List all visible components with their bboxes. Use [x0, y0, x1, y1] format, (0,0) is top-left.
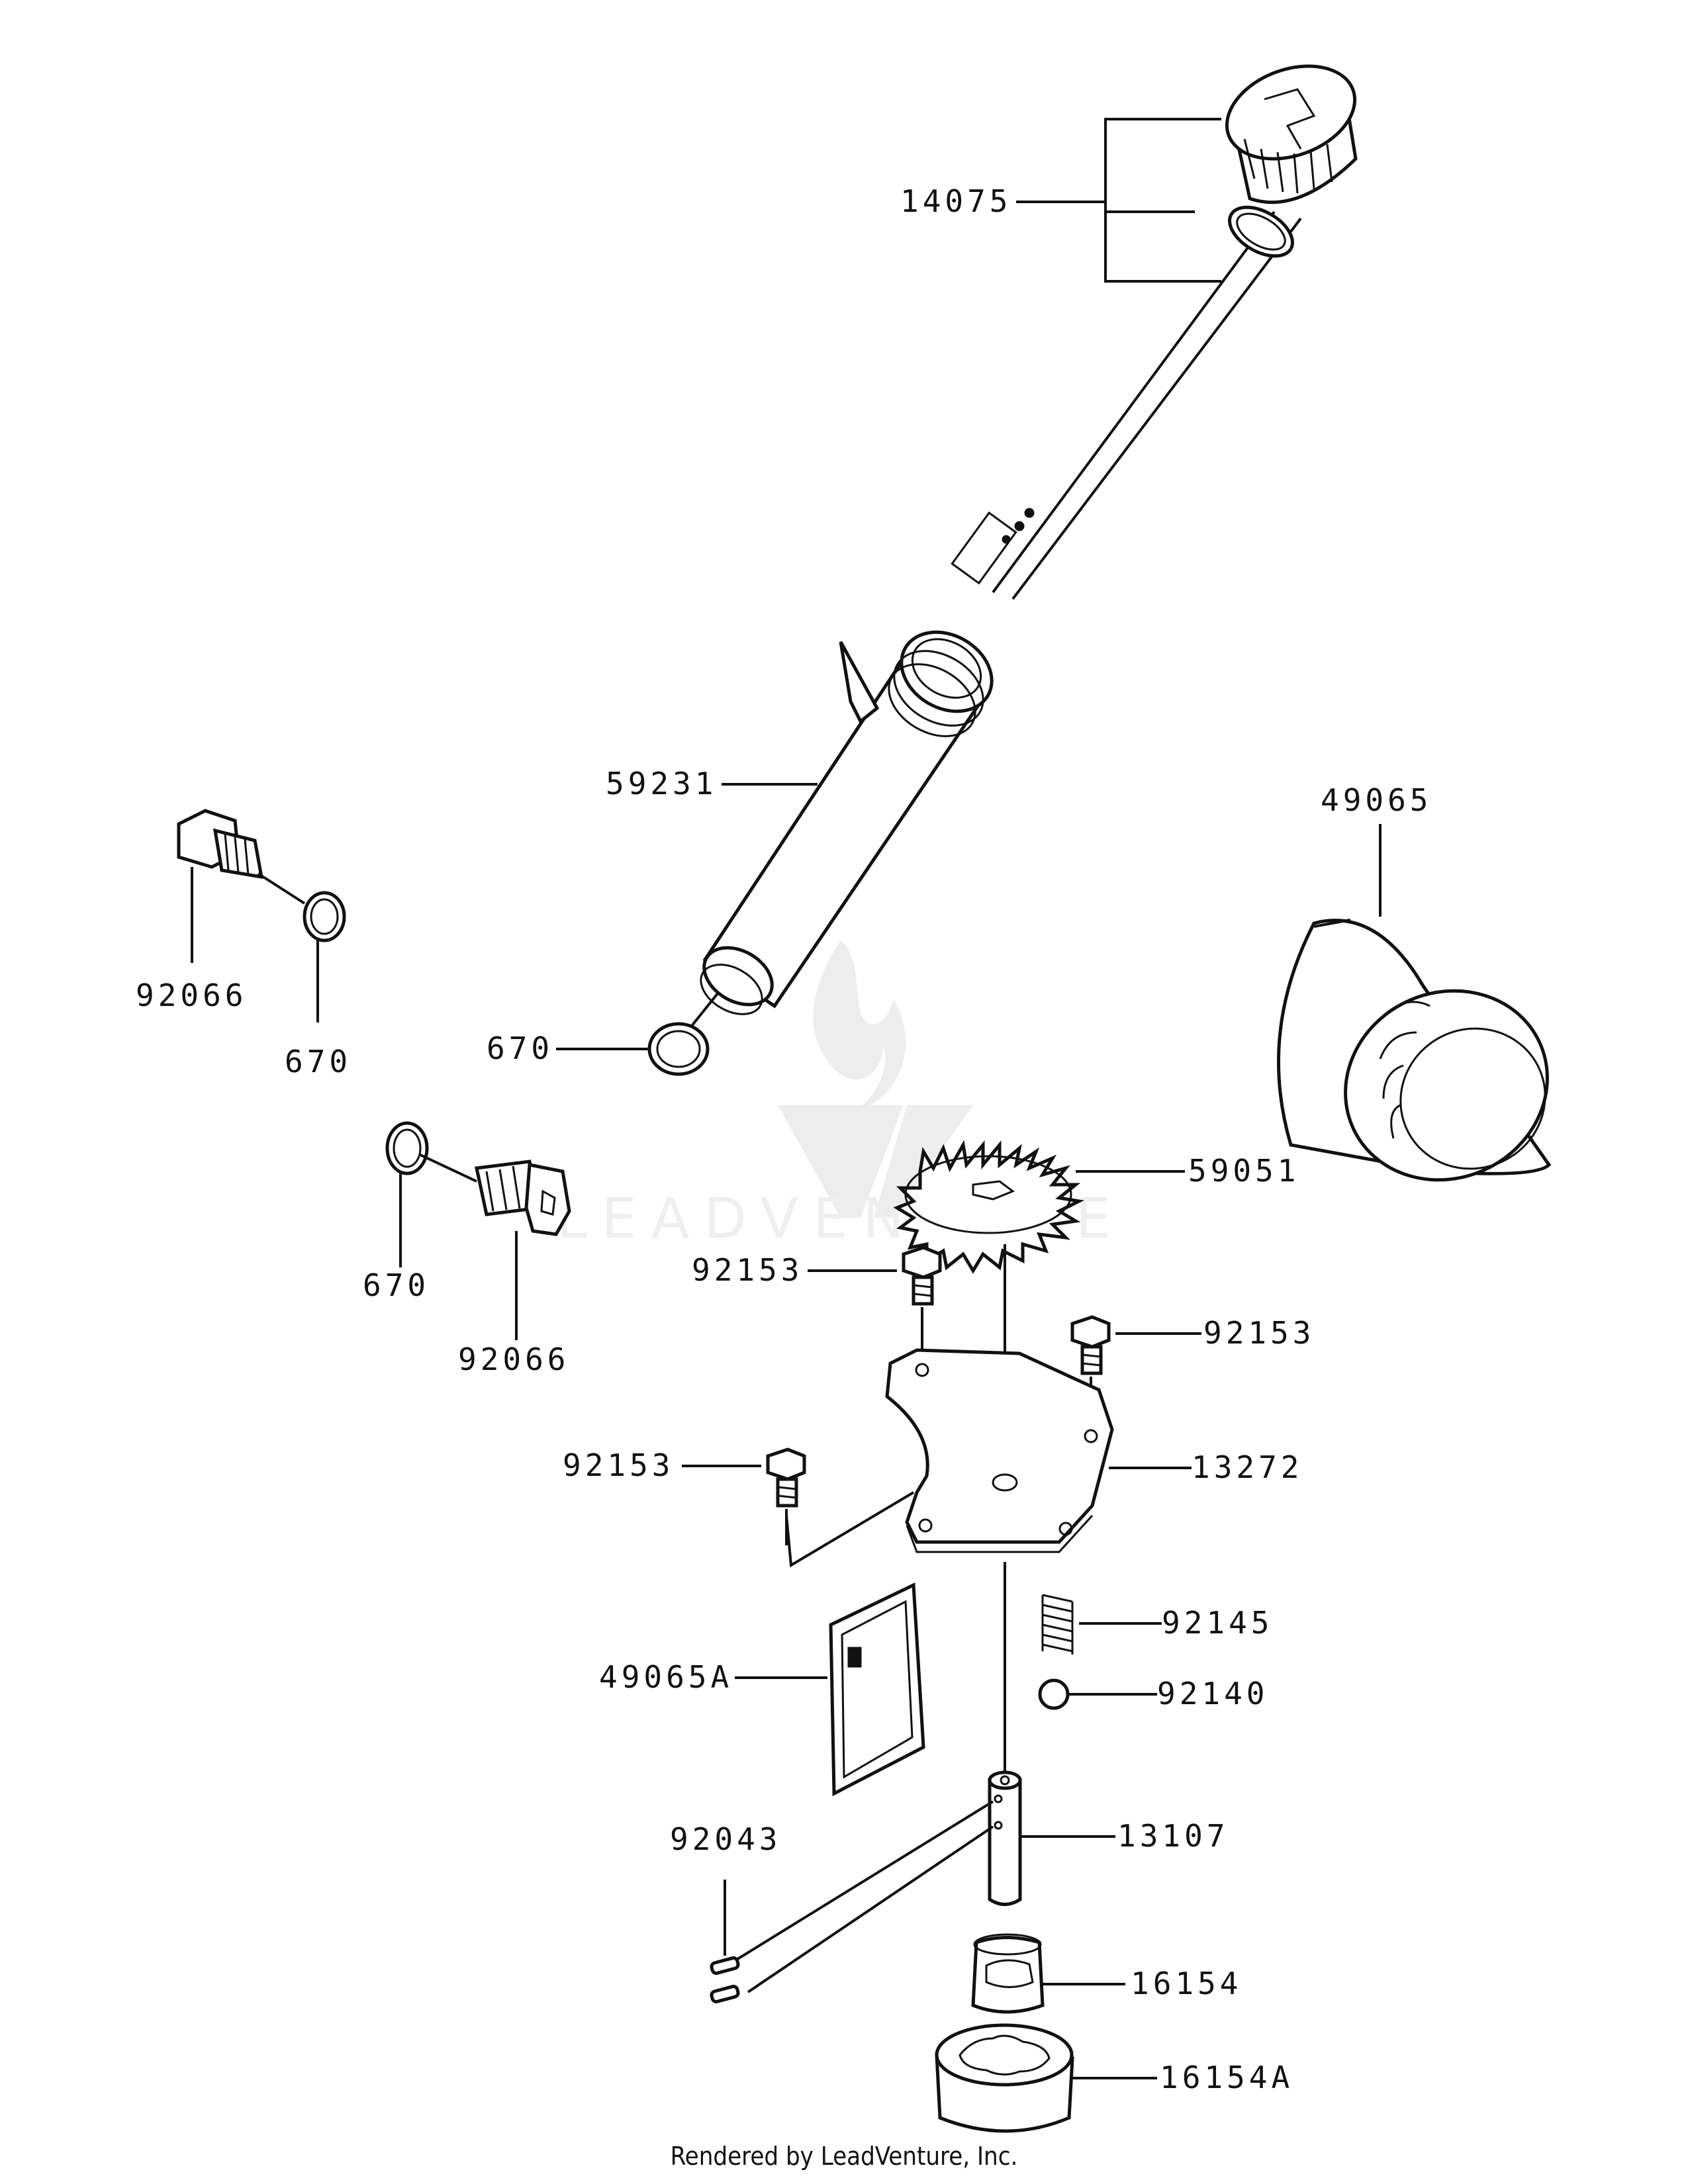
render-credit: Rendered by LeadVenture, Inc.: [670, 2142, 1018, 2171]
spring-part: [1041, 1594, 1074, 1655]
callout-92145: 92145: [1162, 1605, 1273, 1641]
callout-13107: 13107: [1117, 1818, 1229, 1854]
callout-13272: 13272: [1192, 1449, 1303, 1485]
callout-14075: 14075: [900, 183, 1011, 219]
pump-gear-part: [893, 1140, 1084, 1274]
callout-16154: 16154: [1131, 1966, 1242, 2001]
bolt-top-part: [902, 1246, 942, 1306]
filler-tube-part: [700, 630, 994, 1015]
callout-59231: 59231: [606, 766, 717, 801]
callout-92066-left: 92066: [136, 978, 247, 1013]
bolt-right-part: [1070, 1315, 1111, 1375]
callout-670-mid: 670: [363, 1267, 430, 1303]
oil-filter-part: [1276, 919, 1552, 1182]
inner-rotor-part: [971, 1933, 1045, 2014]
watermark-flame-icon: [813, 940, 906, 1112]
callout-92066-mid: 92066: [458, 1342, 569, 1377]
callout-59051: 59051: [1188, 1153, 1299, 1189]
callout-92153-right: 92153: [1203, 1315, 1315, 1351]
screen-filter-part: [829, 1582, 925, 1797]
bolt-left-part: [766, 1447, 806, 1508]
callout-670-tube: 670: [487, 1030, 553, 1066]
callout-92043: 92043: [670, 1821, 781, 1857]
callout-49065A: 49065A: [599, 1659, 733, 1695]
callout-92140: 92140: [1157, 1676, 1268, 1711]
dipstick-bracket: [1016, 118, 1221, 283]
callout-49065: 49065: [1321, 782, 1432, 818]
drain-plug-mid-part: [474, 1160, 571, 1236]
callout-670-left: 670: [285, 1044, 352, 1079]
pump-shaft-part: [988, 1770, 1022, 1906]
pump-cover-part: [885, 1348, 1114, 1553]
watermark-v-icon: [778, 1105, 973, 1218]
outer-rotor-part: [935, 2023, 1074, 2133]
callout-16154A: 16154A: [1160, 2060, 1293, 2095]
dipstick-part: [951, 64, 1358, 600]
ball-part: [1038, 1678, 1070, 1710]
pins-part: [710, 1800, 994, 2004]
callout-92153-left: 92153: [563, 1447, 674, 1483]
callout-92153-top: 92153: [692, 1252, 803, 1288]
